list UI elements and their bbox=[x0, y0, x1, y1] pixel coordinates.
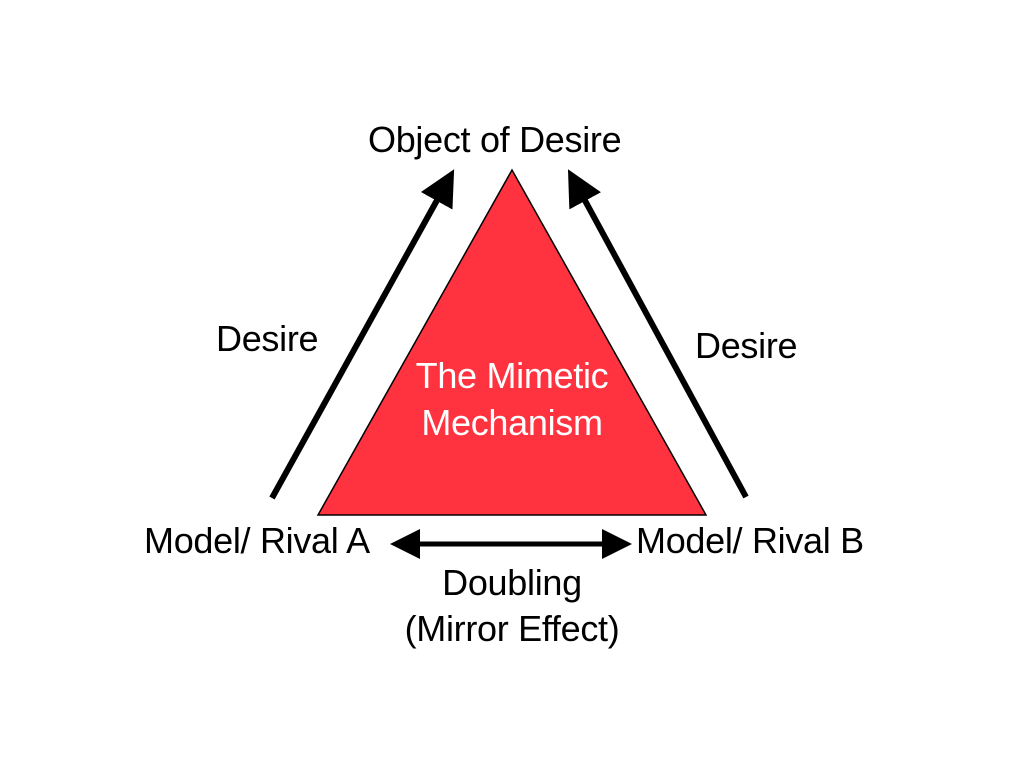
right-desire-label: Desire bbox=[695, 325, 798, 366]
left-desire-arrow bbox=[269, 169, 455, 500]
mimetic-mechanism-line2: Mechanism bbox=[421, 402, 603, 443]
mimetic-mechanism-line1: The Mimetic bbox=[415, 355, 609, 396]
object-of-desire-label: Object of Desire bbox=[368, 119, 622, 160]
left-desire-label: Desire bbox=[216, 318, 319, 359]
doubling-label-line1: Doubling bbox=[442, 562, 582, 603]
rival-b-label: Model/ Rival B bbox=[636, 520, 864, 561]
mimetic-mechanism-label: The Mimetic Mechanism bbox=[392, 352, 632, 446]
doubling-label: Doubling (Mirror Effect) bbox=[362, 560, 662, 652]
right-desire-arrow bbox=[567, 169, 749, 499]
mimetic-triangle bbox=[316, 168, 708, 516]
doubling-label-line2: (Mirror Effect) bbox=[404, 608, 620, 649]
rival-a-label: Model/ Rival A bbox=[144, 520, 370, 561]
